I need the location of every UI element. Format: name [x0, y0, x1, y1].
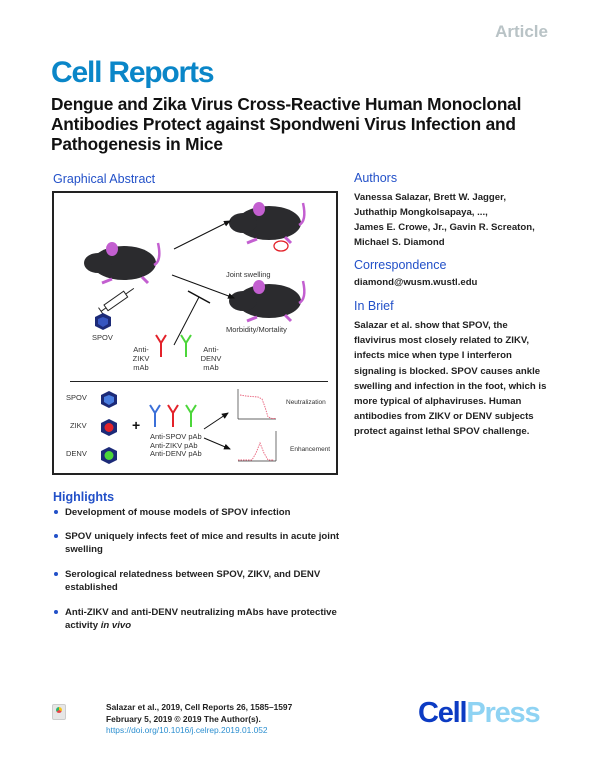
cellpress-logo[interactable]: CellPress: [418, 697, 541, 729]
bullet-icon: [54, 510, 58, 514]
joint-swelling-label: Joint swelling: [226, 270, 271, 279]
virus-spov-label: SPOV: [66, 393, 87, 402]
highlights-list: Development of mouse models of SPOV infe…: [53, 506, 353, 644]
correspondence-email[interactable]: diamond@wusm.wustl.edu: [354, 277, 478, 288]
enhancement-plot: [238, 431, 277, 462]
check-for-updates-icon[interactable]: [52, 704, 66, 720]
enhancement-label: Enhancement: [290, 446, 331, 453]
correspondence-heading: Correspondence: [354, 258, 447, 272]
citation-block: Salazar et al., 2019, Cell Reports 26, 1…: [106, 702, 292, 737]
mouse-morbidity-icon: [229, 280, 306, 323]
morbidity-label: Morbidity/Mortality: [226, 325, 287, 334]
journal-logo[interactable]: Cell Reports: [51, 56, 215, 89]
bullet-icon: [54, 610, 58, 614]
spov-virion-icon: [101, 391, 117, 408]
neutralization-plot: [237, 389, 276, 420]
highlight-item: Development of mouse models of SPOV infe…: [53, 506, 353, 519]
author-line[interactable]: Juthathip Mongkolsapaya, ...,: [354, 207, 488, 218]
mouse-joint-swelling-icon: [229, 202, 306, 252]
spov-label: SPOV: [92, 333, 113, 342]
anti-spov-pab-icon: [149, 404, 161, 427]
bullet-icon: [54, 572, 58, 576]
highlight-item: Anti-ZIKV and anti-DENV neutralizing mAb…: [53, 606, 353, 632]
zikv-virion-icon: [101, 419, 117, 436]
author-line[interactable]: Vanessa Salazar, Brett W. Jagger,: [354, 192, 506, 203]
virus-zikv-label: ZIKV: [70, 421, 87, 430]
graphical-abstract-figure: Joint swelling Morbidity/Mortality SPOV …: [52, 191, 338, 475]
syringe-icon: [98, 287, 135, 316]
date-copyright: February 5, 2019 © 2019 The Author(s).: [106, 713, 261, 724]
anti-zikv-pab-icon: [167, 404, 179, 427]
anti-denv-pab-icon: [185, 404, 197, 427]
anti-denv-mab-icon: [180, 334, 192, 357]
authors-heading: Authors: [354, 171, 398, 185]
highlight-item: SPOV uniquely infects feet of mice and r…: [53, 530, 353, 556]
neutralization-label: Neutralization: [286, 399, 326, 406]
highlights-heading: Highlights: [53, 490, 115, 504]
doi-link[interactable]: https://doi.org/10.1016/j.celrep.2019.01…: [106, 725, 268, 735]
anti-zikv-mab-icon: [155, 334, 167, 357]
virus-denv-label: DENV: [66, 449, 87, 458]
author-list: Vanessa Salazar, Brett W. Jagger, Juthat…: [354, 190, 584, 250]
author-line[interactable]: Michael S. Diamond: [354, 237, 445, 248]
article-type-label: Article: [495, 22, 548, 41]
mouse-infected-icon: [84, 242, 161, 285]
in-brief-heading: In Brief: [354, 299, 394, 313]
author-line[interactable]: James E. Crowe, Jr., Gavin R. Screaton,: [354, 222, 535, 233]
in-brief-text: Salazar et al. show that SPOV, the flavi…: [354, 320, 547, 438]
figure-divider: [70, 381, 328, 382]
citation-text: Salazar et al., 2019, Cell Reports 26, 1…: [106, 702, 293, 712]
graphical-abstract-illustration: [84, 202, 306, 464]
graphical-abstract-heading: Graphical Abstract: [53, 172, 156, 186]
bullet-icon: [54, 534, 58, 538]
plus-sign: +: [132, 417, 141, 433]
denv-virion-icon: [101, 447, 117, 464]
article-title: Dengue and Zika Virus Cross-Reactive Hum…: [51, 94, 522, 154]
highlight-item: Serological relatedness between SPOV, ZI…: [53, 568, 353, 594]
